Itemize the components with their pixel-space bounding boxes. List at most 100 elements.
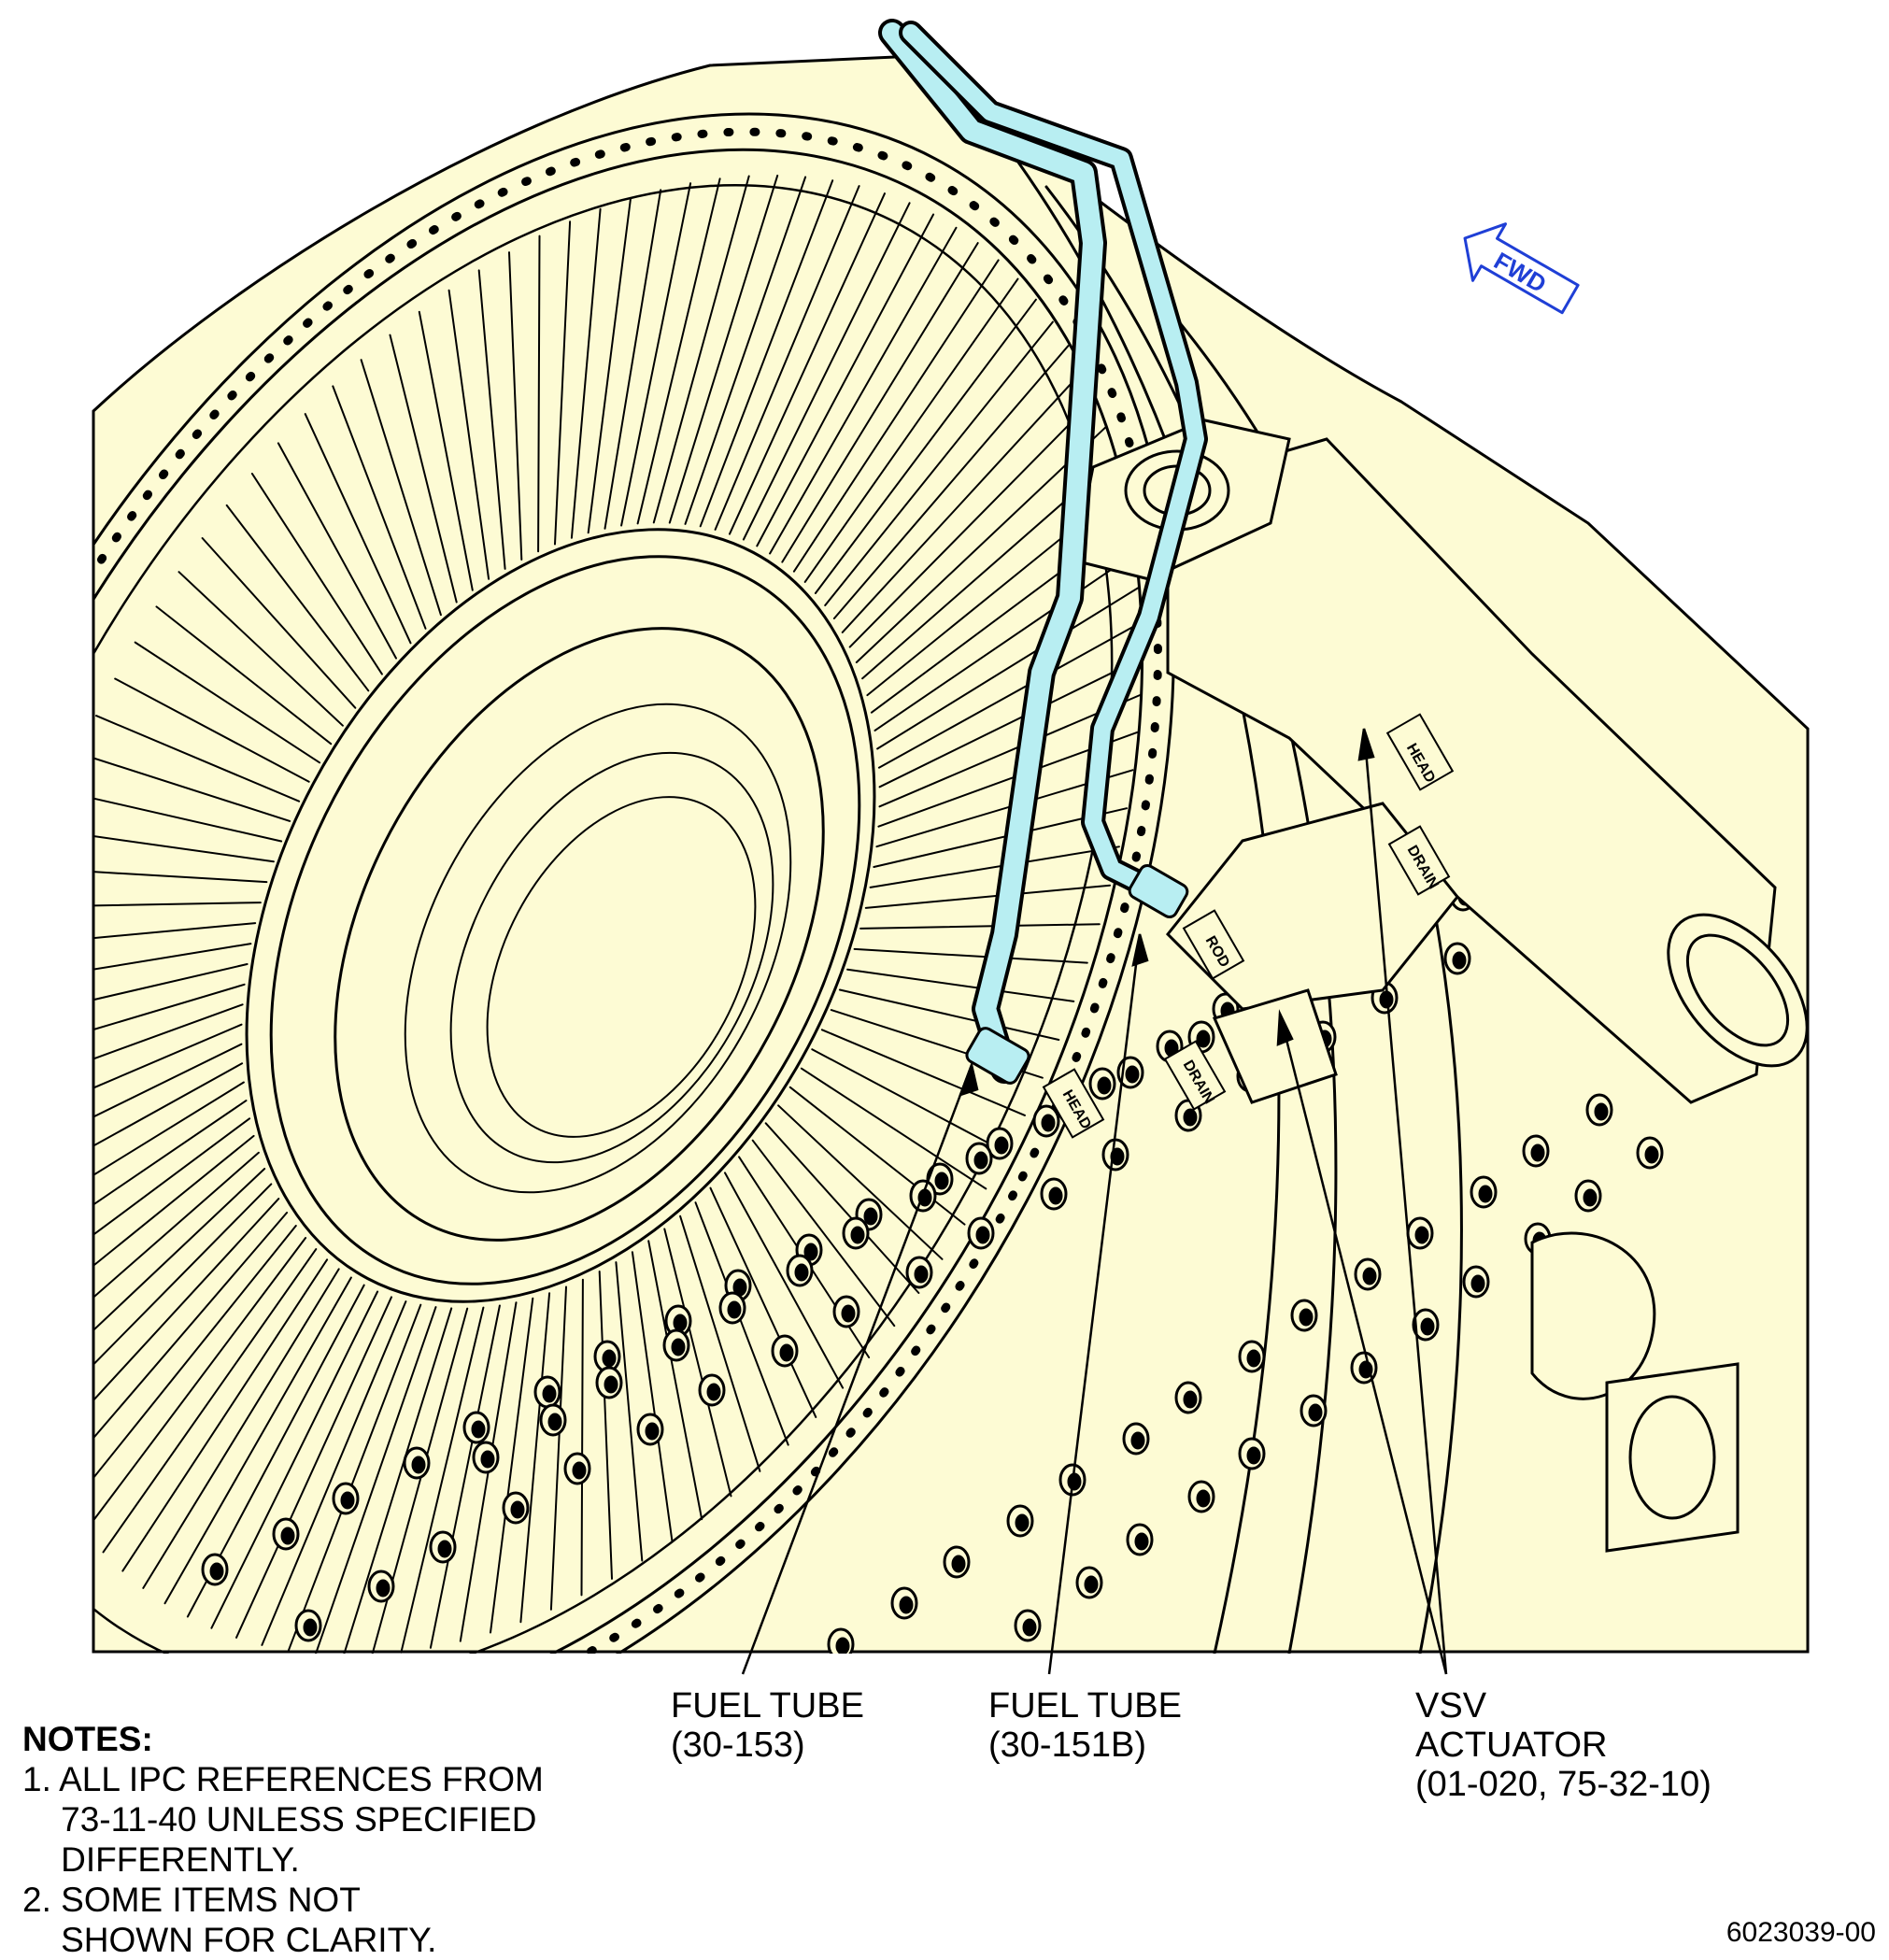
fuel-tubes [878,19,1208,1085]
bolt-socket [1420,1317,1435,1336]
part-stencils [1042,713,1455,1139]
fan-blade [877,621,1143,769]
bolt-socket [1644,1145,1659,1164]
fan-blade [93,1081,245,1245]
fan-blade [93,829,275,863]
fan-blade [724,1172,845,1389]
bolt-socket [779,1343,794,1362]
bolt-socket [280,1527,295,1545]
bolt-socket [1594,1102,1609,1121]
fan-blade [342,1307,453,1654]
fan-blade [314,1306,437,1654]
fan-blade [604,189,662,530]
fan-blade [549,1285,567,1611]
fan-blade [155,605,333,746]
bolt-socket [1134,1532,1149,1551]
bolt-socket [1308,1403,1323,1422]
note-line: 1. ALL IPC REFERENCES FROM [22,1760,544,1798]
fan-blade [93,1117,251,1313]
bolt-socket [602,1349,617,1368]
label-vsv-actuator-line2: ACTUATOR [1415,1726,1608,1765]
note-line: 73-11-40 UNLESS SPECIFIED [22,1800,537,1839]
fan-blade [93,1062,244,1210]
bolt-socket [645,1422,660,1441]
fan-blade [663,1228,732,1498]
bolt-socket [1196,1030,1211,1048]
bolt-socket [863,1207,878,1226]
fan-blade [764,1122,920,1294]
bolt-socket [1097,1076,1112,1095]
label-fuel-tube-30-151b-line2: (30-151B) [988,1726,1146,1765]
fan-blade [729,192,886,535]
fan-blade [699,179,834,528]
fan-blade [121,1258,329,1572]
bolt-socket [604,1375,618,1394]
bolt-socket [1130,1431,1145,1450]
fan-blade [93,1100,248,1280]
bolt-socket [1022,1618,1037,1637]
bolt-socket [914,1265,929,1284]
fan-blade [668,174,779,524]
fuel-tube-30-151b [902,24,1204,901]
fan-blade [93,1003,244,1101]
fan-blade [93,1183,273,1434]
fuel-tube-30-153 [882,22,1103,1080]
engine-illustration: HEAD ROD DRAIN HEAD DRAIN FWD [92,19,1810,1675]
fan-blade [859,923,1101,930]
bolt-socket [835,1637,850,1654]
fan-blade [742,202,911,541]
vsv-actuator-body [1072,419,1809,1553]
bolt-socket [1084,1575,1099,1594]
bolt-socket [1478,1185,1493,1203]
bolt-socket [994,1136,1009,1155]
leader-vsv-1 [1278,1013,1448,1675]
bolt-socket [1470,1274,1485,1293]
fan-blade [93,752,291,822]
bolt-socket [1125,1065,1140,1084]
bolt-socket [1530,1143,1545,1162]
fan-blade [142,1268,340,1589]
fan-blade [490,1297,534,1634]
fan-blade [304,413,412,645]
bolt-socket [303,1618,318,1637]
fan-blade [684,176,807,525]
bolt-socket [1246,1349,1261,1368]
fan-blade [93,1225,297,1511]
bolt-socket [1041,1114,1056,1132]
fan-blade [811,1048,1007,1154]
fan-blade [647,1240,703,1521]
fan-blade [751,1139,896,1328]
fan-blade [853,947,1088,964]
fan-blade [277,442,397,660]
fan-blade [93,1134,255,1345]
leader-fuel-tube-151b [1047,933,1142,1675]
fan-blade [163,1276,352,1605]
bolt-socket [1452,951,1467,970]
leader-fuel-tube-151b-arrow [1131,933,1149,967]
fan-blade [93,943,252,986]
fan-blade [93,963,249,1024]
fan-blade [114,677,310,783]
bolt-socket [1414,1226,1429,1244]
bolt-socket [437,1540,452,1558]
leader-vsv-2-arrow [1357,728,1375,761]
fan-blade [400,1306,485,1654]
fan-blade [93,1043,243,1174]
fan-blade [848,397,1096,648]
fan-blade [519,1292,551,1624]
fan-blade [508,251,523,561]
bolt-socket [1246,1446,1261,1465]
fan-blade [554,220,572,546]
bolt-socket [1048,1186,1063,1205]
fan-blade [631,1251,674,1542]
fan-blade [587,197,632,534]
bolt-socket [411,1456,426,1474]
note-line: 2. SOME ITEMS NOT [22,1881,361,1919]
fan-blade [93,902,262,908]
label-fuel-tube-30-153-line2: (30-153) [671,1726,805,1765]
bolt-socket [803,1243,818,1261]
bolt-socket [934,1172,949,1190]
bolt-socket [547,1413,562,1431]
label-vsv-actuator-line3: (01-020, 75-32-10) [1415,1765,1711,1804]
fan-blade [93,1198,280,1461]
